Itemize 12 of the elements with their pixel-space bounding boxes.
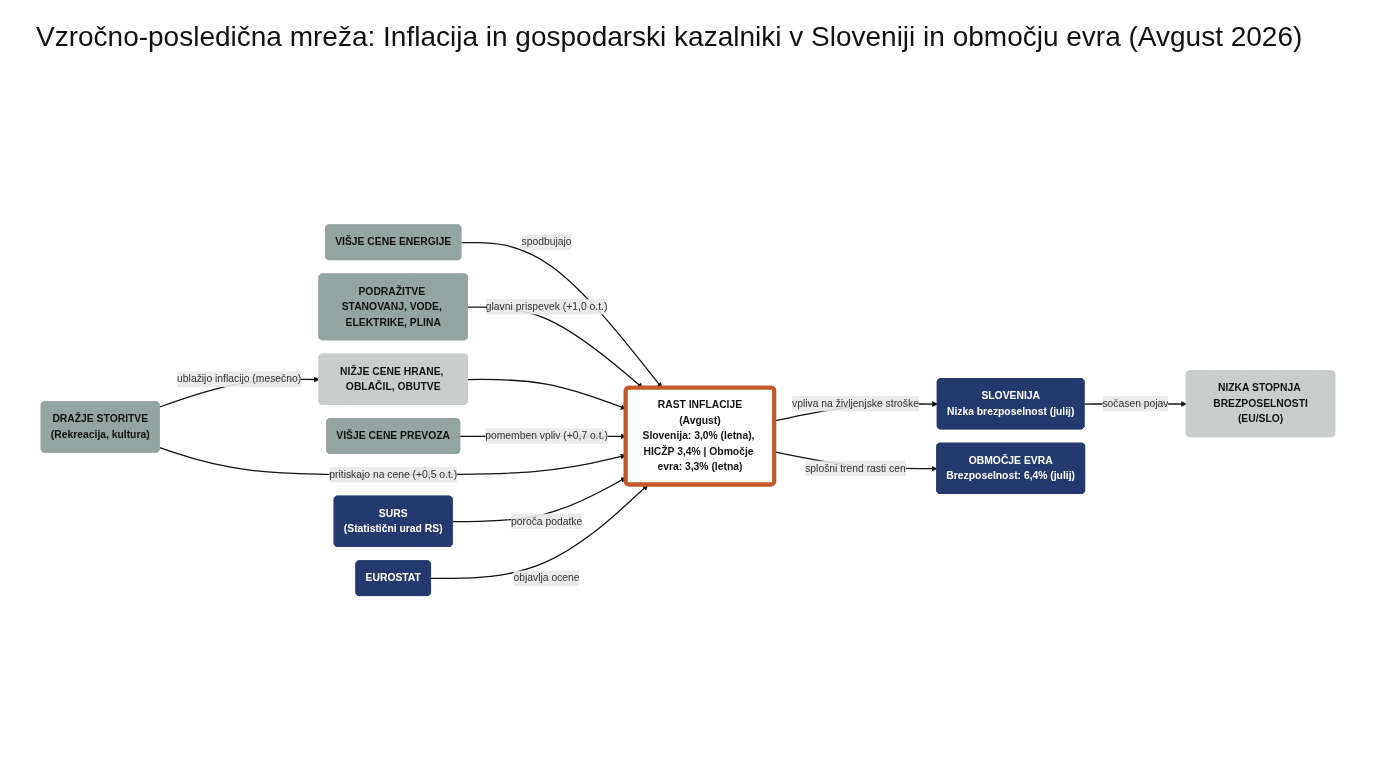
edge-label: vpliva na življenjske stroške <box>791 397 919 409</box>
edge-label: splošni trend rasti cen <box>805 462 906 474</box>
edge-label: sočasen pojav <box>1102 397 1169 409</box>
diagram-title: Vzročno-posledična mreža: Inflacija in gospodarski kazalniki v Sloveniji in območju evra (Avgust 2026) <box>36 20 1304 54</box>
edge-label: ublažijo inflacijo (mesečno) <box>177 372 302 384</box>
arrow <box>430 484 649 579</box>
edge-label: pritiskajo na cene (+0,5 o.t.) <box>329 468 458 480</box>
edge-label: objavlja ocene <box>513 571 580 583</box>
edge-label: glavni prispevek (+1,0 o.t.) <box>485 300 608 312</box>
edge-label: poroča podatke <box>510 515 583 527</box>
edge-label: spodbujajo <box>521 236 572 248</box>
edge-label: pomemben vpliv (+0,7 o.t.) <box>485 429 608 441</box>
